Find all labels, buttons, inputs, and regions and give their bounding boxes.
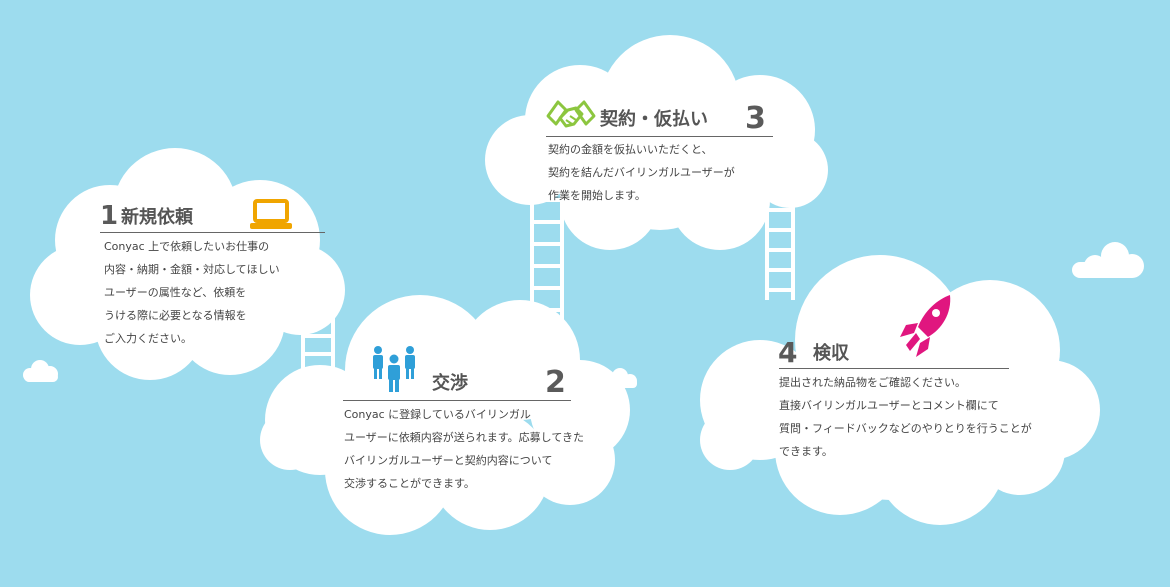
step-3-line-3: 作業を開始します。 — [548, 189, 646, 202]
cloud-step-2 — [260, 295, 630, 535]
cloud-step-4 — [700, 255, 1100, 525]
step-4-divider — [779, 368, 1009, 369]
step-3-description: 契約の金額を仮払いいただくと、 契約を結んだバイリンガルユーザーが 作業を開始し… — [548, 138, 735, 207]
step-3-number: 3 — [745, 101, 766, 136]
cloud-step-1 — [30, 148, 345, 380]
step-4-line-1: 提出された納品物をご確認ください。 — [779, 376, 966, 389]
step-1-line-2: 内容・納期・金額・対応してほしい — [104, 263, 280, 276]
step-3-line-2: 契約を結んだバイリンガルユーザーが — [548, 166, 735, 179]
step-2-title: 交渉 — [432, 373, 468, 394]
step-1-line-3: ユーザーの属性など、依頼を — [104, 286, 247, 299]
step-2-line-4: 交渉することができます。 — [344, 477, 475, 490]
step-4-line-2: 直接バイリンガルユーザーとコメント欄にて — [779, 399, 999, 412]
step-1-line-5: ご入力ください。 — [104, 332, 192, 345]
step-2-description: Conyac に登録しているバイリンガル ユーザーに依頼内容が送られます。応募し… — [344, 403, 584, 495]
step-4-number: 4 — [778, 336, 798, 369]
step-1-divider — [100, 232, 325, 233]
step-2-line-3: バイリンガルユーザーと契約内容について — [344, 454, 553, 467]
small-cloud-right — [1072, 242, 1144, 278]
step-3-divider — [546, 136, 773, 137]
laptop-icon — [250, 199, 292, 229]
rocket-icon — [900, 295, 951, 357]
step-2-divider — [343, 400, 571, 401]
step-4-title: 検収 — [813, 343, 849, 364]
step-1-number: 1 — [100, 201, 119, 231]
step-2-line-1: Conyac に登録しているバイリンガル — [344, 408, 531, 421]
step-1-description: Conyac 上で依頼したいお仕事の 内容・納期・金額・対応してほしい ユーザー… — [104, 235, 280, 350]
people-icon — [373, 346, 415, 392]
step-4-description: 提出された納品物をご確認ください。 直接バイリンガルユーザーとコメント欄にて 質… — [779, 371, 1032, 463]
small-cloud-left — [23, 360, 58, 382]
step-1-line-1: Conyac 上で依頼したいお仕事の — [104, 240, 270, 253]
step-2-number: 2 — [545, 365, 566, 400]
step-2-line-2: ユーザーに依頼内容が送られます。応募してきた — [344, 431, 585, 444]
step-1-line-4: うける際に必要となる情報を — [104, 309, 247, 322]
cloud-step-3 — [485, 35, 828, 250]
step-1-title: 新規依頼 — [121, 207, 193, 228]
step-3-line-1: 契約の金額を仮払いいただくと、 — [548, 143, 713, 156]
step-4-line-4: できます。 — [779, 445, 833, 458]
step-4-line-3: 質問・フィードバックなどのやりとりを行うことが — [779, 422, 1032, 435]
handshake-icon — [546, 100, 596, 128]
step-3-title: 契約・仮払い — [600, 109, 708, 130]
